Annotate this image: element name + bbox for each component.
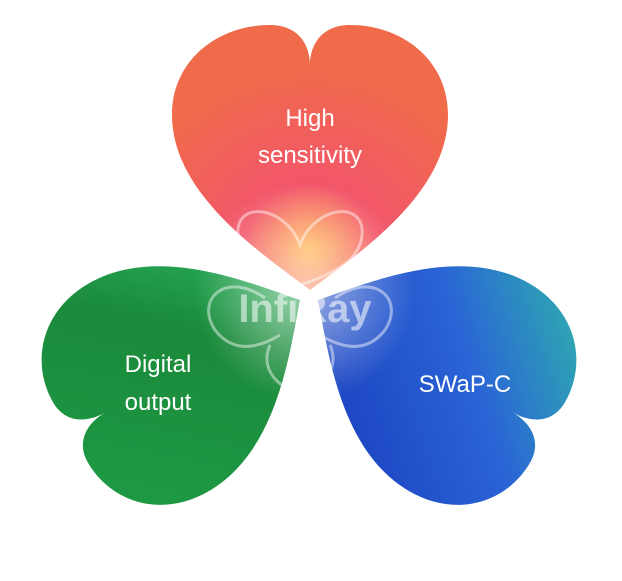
petal-top-label-line2: sensitivity [258,142,362,169]
petal-left-label-line1: Digital [125,351,192,378]
watermark-clover-icon [207,210,393,397]
petal-top-label-line1: High [285,105,334,132]
petal-right-label: SWaP-C [419,371,511,398]
center-glow [195,182,415,402]
petal-left-label-line2: output [125,389,192,416]
logo-watermark: InfiRay [238,287,372,331]
